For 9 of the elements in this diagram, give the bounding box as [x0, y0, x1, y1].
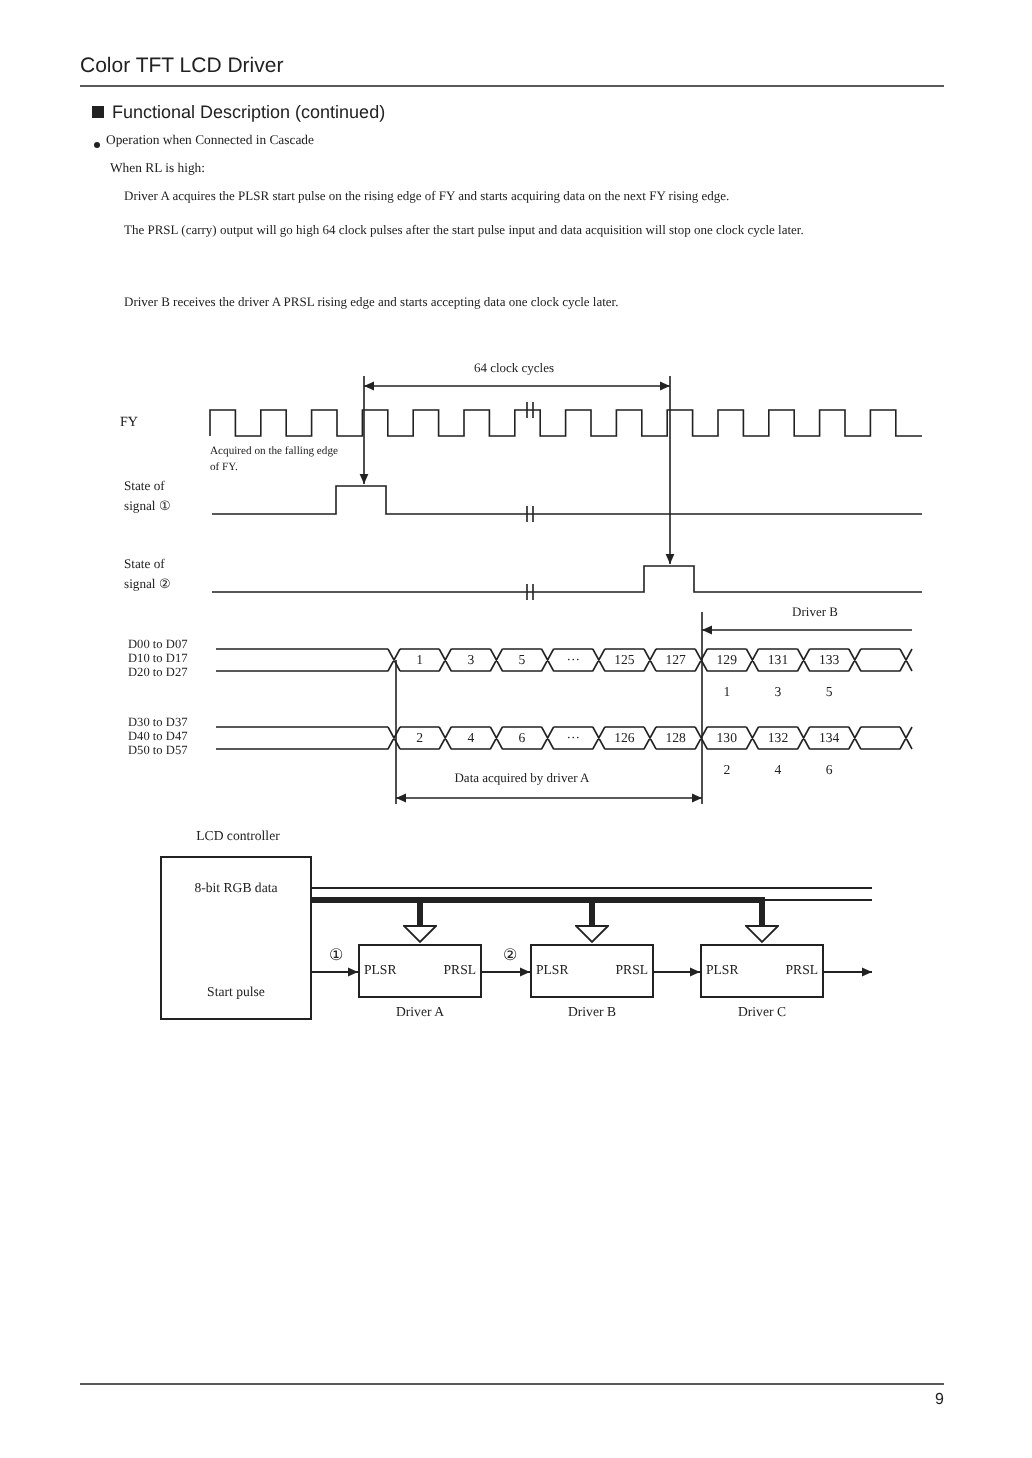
arrow: [311, 967, 359, 977]
page-title: Color TFT LCD Driver: [80, 54, 286, 80]
page-number: 9: [933, 1390, 944, 1410]
arrow: [653, 967, 701, 977]
section-heading: Functional Description (continued): [112, 102, 388, 124]
edge-label: ①: [327, 946, 345, 966]
edge-label: ②: [501, 946, 519, 966]
arrow: [481, 967, 531, 977]
arrow: [823, 967, 873, 977]
